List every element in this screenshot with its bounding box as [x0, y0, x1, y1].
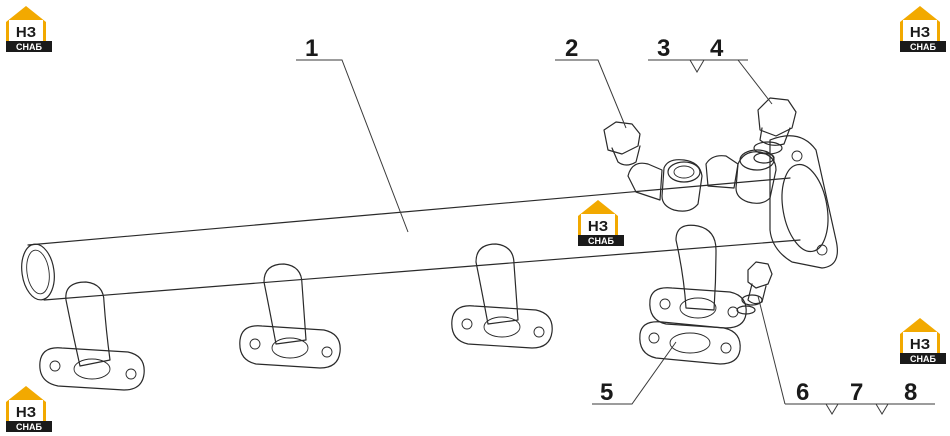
logo-bottom-text: СНАБ: [588, 236, 614, 246]
watermark-logo-right: НЗ СНАБ: [900, 318, 946, 364]
callout-2: 2: [565, 35, 578, 62]
logo-bottom-text: СНАБ: [910, 354, 936, 364]
logo-bottom-text: СНАБ: [16, 42, 42, 52]
watermark-logo-top-left: НЗ СНАБ: [6, 6, 52, 52]
manifold-pipe: [21, 177, 801, 301]
leader-lines: [296, 59, 935, 415]
plug-part-2: [603, 121, 641, 166]
logo-top-text: НЗ: [910, 336, 930, 353]
branch-outlet-4: [649, 224, 747, 329]
branch-outlet-3: [451, 243, 553, 349]
callout-6: 6: [796, 379, 809, 406]
watermark-logo-center: НЗ СНАБ: [578, 200, 624, 246]
boss-fittings-part-3: [627, 149, 777, 212]
gasket-part-5: [639, 321, 741, 365]
branch-outlet-2: [239, 263, 341, 369]
watermark-logo-top-right: НЗ СНАБ: [900, 6, 946, 52]
logo-bottom-text: СНАБ: [910, 42, 936, 52]
watermark-logo-bottom-left: НЗ СНАБ: [6, 386, 52, 432]
logo-top-text: НЗ: [16, 404, 36, 421]
callout-5: 5: [600, 379, 613, 406]
callout-3: 3: [657, 35, 670, 62]
callout-4: 4: [710, 35, 724, 62]
logo-top-text: НЗ: [910, 24, 930, 41]
logo-top-text: НЗ: [16, 24, 36, 41]
callout-8: 8: [904, 379, 917, 406]
callout-1: 1: [305, 35, 318, 62]
logo-bottom-text: СНАБ: [16, 422, 42, 432]
bolt-part-4: [753, 97, 797, 164]
branch-outlet-1: [39, 281, 145, 391]
end-flange: [769, 135, 838, 269]
small-bolt-parts-6-7-8: [736, 261, 773, 315]
callouts: 1 2 3 4 5 6 7 8: [305, 35, 917, 406]
callout-7: 7: [850, 379, 863, 406]
logo-top-text: НЗ: [588, 218, 608, 235]
